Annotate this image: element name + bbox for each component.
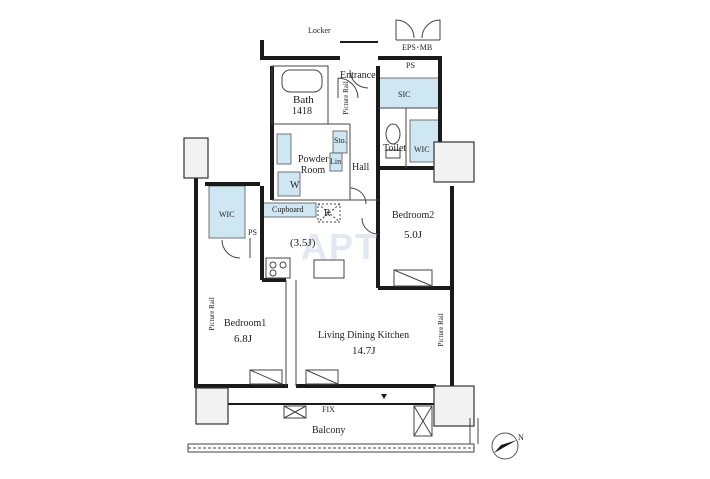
interior-lines: [221, 19, 441, 419]
hall-label: Hall: [352, 162, 370, 173]
picture-rail-entrance-label: Picture Rail: [341, 81, 350, 115]
entrance-label: Entrance: [340, 70, 376, 81]
columns: [183, 137, 475, 427]
watermark-logo: APT: [301, 226, 379, 267]
bath-size-label: 1418: [292, 106, 312, 117]
wic-right-label: WIC: [414, 145, 430, 154]
bedroom2-label: Bedroom2: [392, 210, 435, 221]
fix-marker: [381, 394, 387, 399]
fix-label: FIX: [322, 405, 335, 414]
cupboard-label: Cupboard: [272, 205, 304, 214]
bedroom1-area-label: 6.8J: [234, 333, 253, 345]
bedroom2-area-label: 5.0J: [404, 229, 423, 241]
compass-n-label: N: [518, 433, 524, 442]
balcony-label: Balcony: [312, 425, 346, 436]
kitchen-area-label: (3.5J): [290, 237, 316, 249]
lin-label: Lin: [330, 157, 342, 166]
ps-top-label: PS: [406, 61, 415, 70]
locker-label: Locker: [308, 26, 331, 35]
lin-area: [329, 152, 343, 172]
ldk-label: Living Dining Kitchen: [318, 330, 410, 341]
r-label: R: [324, 208, 331, 219]
balcony-railing: [187, 405, 479, 453]
w-label: W: [290, 180, 300, 191]
ps-left-label: PS: [248, 228, 257, 237]
picture-rail-left-label: Picture Rail: [207, 297, 216, 331]
wm-area: [277, 171, 301, 197]
toilet-label: Toilet: [383, 143, 407, 154]
sic-area: [377, 77, 441, 109]
sto-label: Sto.: [334, 136, 347, 145]
picture-rail-right-label: Picture Rail: [436, 313, 445, 347]
walls: [194, 40, 454, 405]
bedroom1-label: Bedroom1: [224, 318, 267, 329]
powder-storage: [276, 133, 292, 165]
compass-icon: [491, 432, 519, 460]
sic-label: SIC: [398, 90, 411, 99]
eps-mb-label: EPS･MB: [402, 43, 433, 52]
powder-room-label: Powder Room: [298, 154, 329, 176]
wic-left-label: WIC: [219, 210, 235, 219]
ldk-area-label: 14.7J: [352, 345, 376, 357]
bath-label: Bath: [293, 94, 314, 106]
